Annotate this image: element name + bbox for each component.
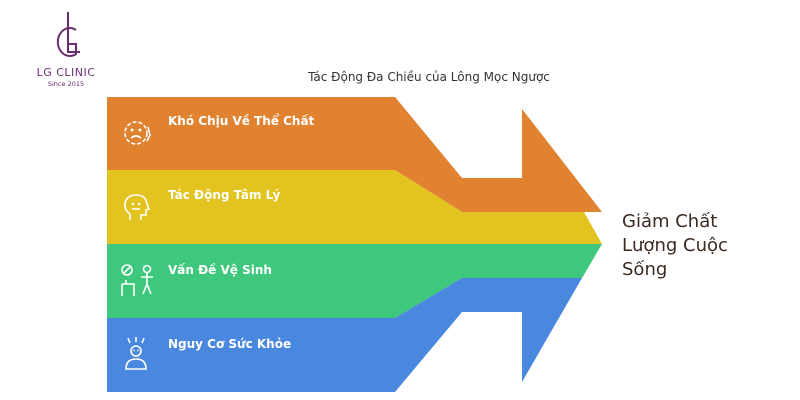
lg-monogram-icon xyxy=(56,12,80,57)
band-psychological-impact xyxy=(107,170,602,244)
thinking-head-icon xyxy=(124,194,151,220)
band-hygiene-issues xyxy=(107,244,602,318)
result-label: Giảm Chất Lượng Cuộc Sống xyxy=(622,211,728,280)
uncomfortable-face-icon xyxy=(124,121,151,145)
band-label-hygiene-issues: Vấn Đề Vệ Sinh xyxy=(168,263,272,277)
band-label-physical-discomfort: Khó Chịu Về Thể Chất xyxy=(168,114,315,128)
band-health-risk xyxy=(107,278,582,392)
logo-since: Since 2015 xyxy=(47,80,85,88)
clinic-logo: LG CLINIC Since 2015 xyxy=(26,8,106,88)
hygiene-person-icon xyxy=(121,264,153,296)
logo-name: LG CLINIC xyxy=(36,66,96,79)
band-label-health-risk: Nguy Cơ Sức Khỏe xyxy=(168,337,292,351)
band-label-psychological-impact: Tác Động Tâm Lý xyxy=(168,188,281,202)
diagram-title: Tác Động Đa Chiều của Lông Mọc Ngược xyxy=(308,70,550,84)
health-risk-person-icon xyxy=(125,337,147,370)
band-physical-discomfort xyxy=(107,97,602,212)
